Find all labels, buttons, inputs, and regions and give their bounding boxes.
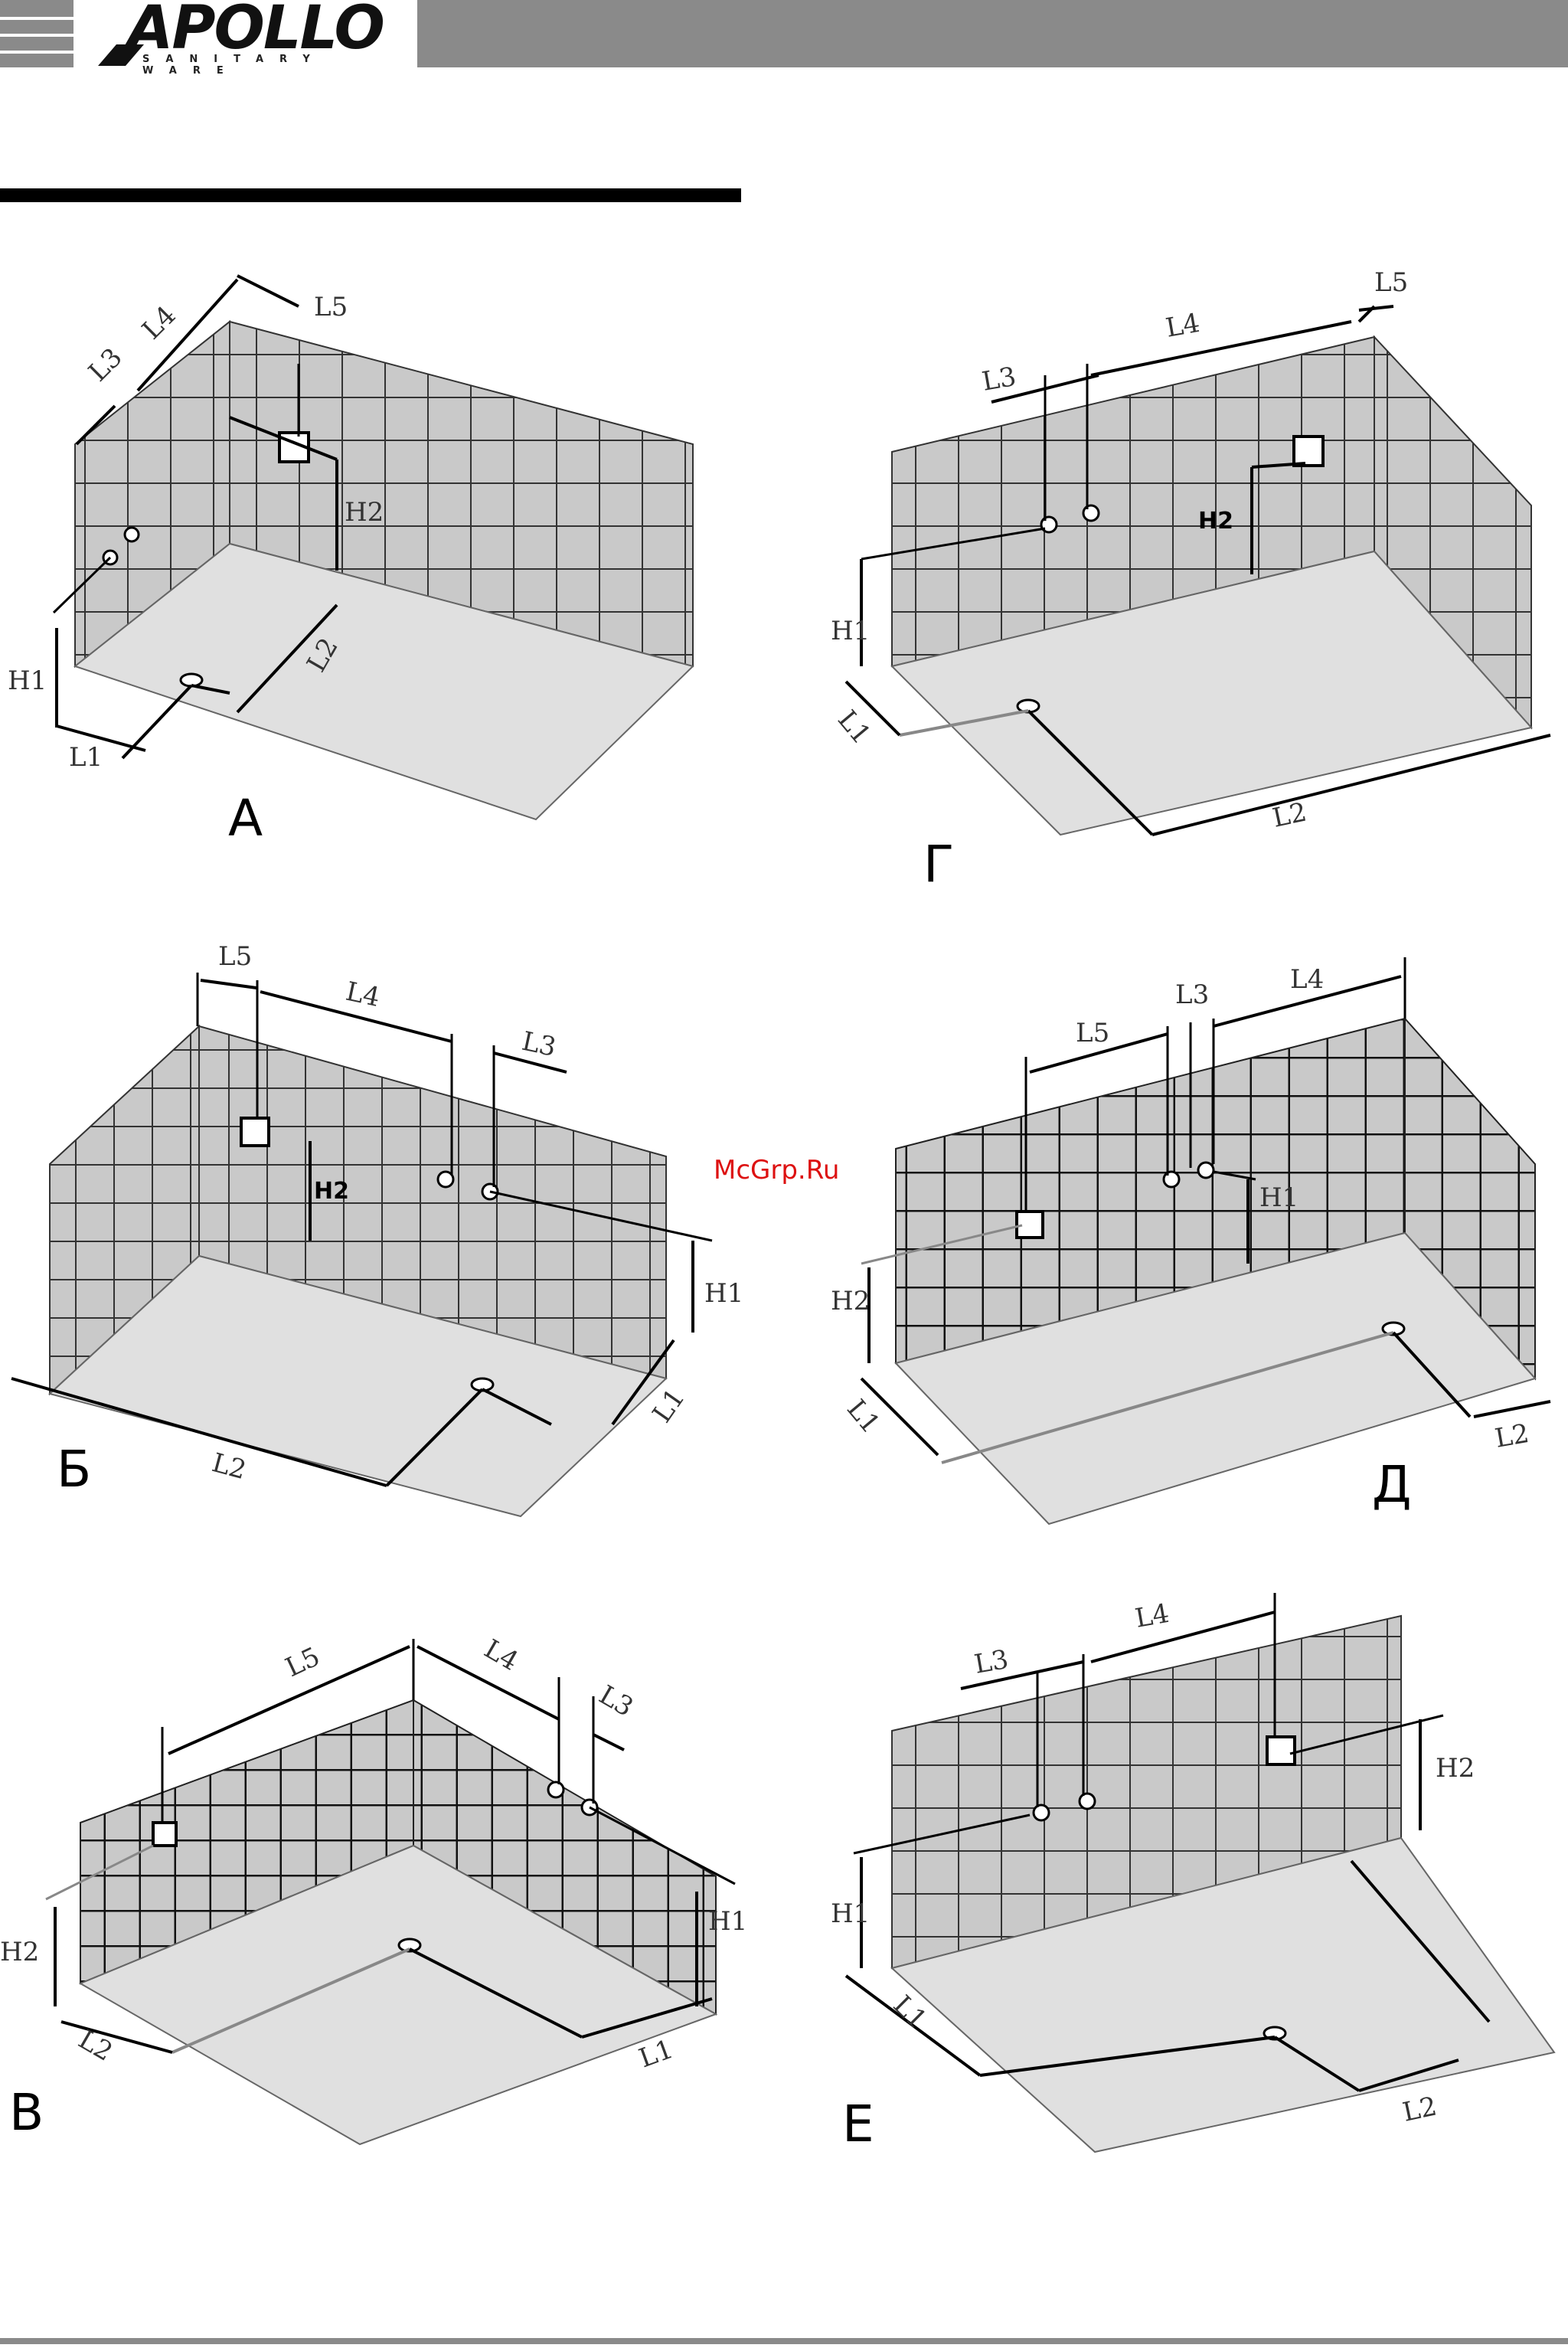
dim-label-l4: L4 <box>479 1633 524 1677</box>
diagram-panel-b: L5 L4 L3 H2 H1 L1 L2 <box>0 934 735 1516</box>
dim-label-h2: H2 <box>0 1937 39 1967</box>
dim-label-h2: H2 <box>831 1286 870 1316</box>
dim-label-l3: L3 <box>1175 979 1209 1010</box>
dim-label-l5: L5 <box>1374 267 1408 298</box>
dim-label-l2: L2 <box>74 2024 118 2068</box>
diagram-panel-v: L5 L4 L3 H1 H2 L1 L2 <box>0 1593 766 2144</box>
dim-label-l4: L4 <box>1164 308 1202 344</box>
panel-letter-g: Г <box>923 835 954 894</box>
dim-label-l3: L3 <box>980 361 1018 397</box>
watermark-text: McGrp.Ru <box>714 1155 839 1185</box>
dim-label-l4: L4 <box>1133 1598 1171 1634</box>
diagram-panel-a: L3 L4 L5 H2 H1 L1 L2 <box>0 268 735 865</box>
footer-line <box>0 2338 1568 2344</box>
dim-label-h1: H1 <box>1259 1182 1298 1213</box>
dim-label-h2: H2 <box>1436 1753 1475 1784</box>
dim-label-l2: L2 <box>209 1447 250 1486</box>
diagram-panel-d: L5 L3 L4 H1 H2 L1 L2 <box>831 942 1568 1524</box>
dim-label-l5: L5 <box>314 292 348 322</box>
page-header: APOLLO SANITARY WARE <box>0 0 1568 67</box>
dim-label-l1: L1 <box>69 742 103 773</box>
dim-label-l3: L3 <box>594 1679 639 1723</box>
header-left-block <box>0 0 74 67</box>
panel-letter-e: Е <box>842 2095 874 2153</box>
dim-label-h1: H1 <box>831 616 870 646</box>
brand-tagline: SANITARY WARE <box>142 54 404 77</box>
dim-label-h1: H1 <box>831 1898 870 1929</box>
dim-label-l4: L4 <box>136 300 182 346</box>
diagram-panel-g: L3 L4 L5 H2 H1 L1 L2 <box>831 268 1568 881</box>
dim-label-h1: H1 <box>704 1278 743 1309</box>
dim-label-l1: L1 <box>841 1394 886 1440</box>
panel-letter-b: Б <box>57 1440 91 1499</box>
dim-label-h1: H1 <box>8 665 47 696</box>
dim-label-l4: L4 <box>1290 964 1324 995</box>
dim-label-l5: L5 <box>1076 1018 1109 1048</box>
section-title-bar <box>0 188 741 202</box>
dim-label-l2: L2 <box>1270 796 1310 833</box>
dim-label-l5: L5 <box>218 941 252 972</box>
dim-label-h2: H2 <box>345 497 384 528</box>
dim-label-h2: H2 <box>314 1178 349 1205</box>
dim-label-l2: L2 <box>1493 1418 1531 1454</box>
dim-label-l1: L1 <box>831 705 877 751</box>
dim-label-l5: L5 <box>281 1641 325 1683</box>
header-bar <box>417 0 1568 67</box>
dim-label-l2: L2 <box>1400 2091 1440 2127</box>
brand-logo: APOLLO SANITARY WARE <box>98 0 404 67</box>
panel-letter-d: Д <box>1372 1455 1412 1514</box>
diagram-panel-e: L3 L4 H2 H1 L1 L2 <box>831 1593 1568 2152</box>
dim-label-l3: L3 <box>83 342 129 388</box>
dim-label-l3: L3 <box>519 1026 559 1063</box>
dim-label-l3: L3 <box>972 1644 1011 1680</box>
dim-label-h1: H1 <box>708 1906 747 1937</box>
panel-letter-v: В <box>9 2083 44 2142</box>
panel-letter-a: А <box>228 789 263 848</box>
dim-label-l4: L4 <box>343 976 383 1013</box>
dim-label-h2: H2 <box>1198 508 1233 535</box>
